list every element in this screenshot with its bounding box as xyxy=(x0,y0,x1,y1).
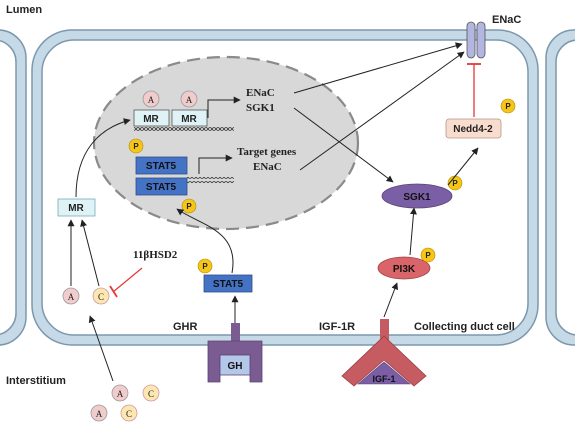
svg-text:STAT5: STAT5 xyxy=(146,182,177,193)
interstitium-to-cell-arrow xyxy=(88,315,114,382)
igf1r-receptor-icon xyxy=(341,319,427,387)
svg-text:C: C xyxy=(98,292,104,302)
stat5-target-genes: Target genes xyxy=(237,146,297,158)
stat5-nuclear-translocation-arrow xyxy=(176,208,234,274)
enzyme-11bhsd2-label: 11βHSD2 xyxy=(133,249,178,261)
cytoplasm-stat5-phospho: P xyxy=(197,258,213,274)
svg-text:P: P xyxy=(452,179,458,188)
nedd4-2-phospho: P xyxy=(500,98,516,114)
mr-target-sgk1: SGK1 xyxy=(246,102,275,114)
svg-text:P: P xyxy=(186,202,192,211)
dna-strand-mr xyxy=(134,126,234,132)
interstitium-cortisol-2: C xyxy=(120,404,138,422)
nuclear-mr-right: MR xyxy=(171,109,208,127)
svg-text:STAT5: STAT5 xyxy=(146,161,177,172)
svg-text:A: A xyxy=(68,292,75,302)
ghr-label: GHR xyxy=(173,321,198,333)
nuclear-aldosterone-left: A xyxy=(142,90,160,108)
nuclear-stat5-top-phospho: P xyxy=(128,138,144,154)
nucleus-sgk1-to-sgk1-arrow xyxy=(293,107,394,183)
interstitium-label: Interstitium xyxy=(6,375,66,387)
pi3k-to-sgk1-arrow xyxy=(409,207,417,256)
cell-membrane-right-neighbor xyxy=(545,29,575,346)
mr-nuclear-translocation-arrow xyxy=(75,118,131,198)
enac-channel-icon xyxy=(466,21,486,59)
svg-text:A: A xyxy=(148,95,155,105)
gh-label: GH xyxy=(228,361,243,372)
pi3k-node: PI3K xyxy=(377,256,431,280)
stat5-transcription-arrow xyxy=(198,154,233,174)
svg-text:P: P xyxy=(202,262,208,271)
cell-label: Collecting duct cell xyxy=(414,321,515,333)
stat5-target-enac: ENaC xyxy=(253,161,282,173)
igf1r-to-pi3k-arrow xyxy=(383,282,399,318)
interstitium-aldosterone-1: A xyxy=(111,384,129,402)
cortisol-to-mr-arrow xyxy=(80,219,100,287)
nuclear-stat5-bottom-phospho: P xyxy=(181,198,197,214)
svg-text:PI3K: PI3K xyxy=(393,264,416,275)
svg-text:C: C xyxy=(148,389,154,399)
sgk1-to-nedd4-arrow xyxy=(447,147,479,186)
sgk1-node: SGK1 xyxy=(381,183,453,209)
nuclear-stat5-top: STAT5 xyxy=(135,156,188,175)
11bhsd2-inhibition-icon xyxy=(109,267,143,298)
mr-enac-to-channel-arrow xyxy=(293,42,463,94)
pi3k-phospho: P xyxy=(420,247,436,263)
mr-transcription-arrow xyxy=(207,96,241,118)
cytoplasm-aldosterone: A xyxy=(62,287,80,305)
enac-channel-label: ENaC xyxy=(492,14,521,26)
svg-text:P: P xyxy=(133,142,139,151)
svg-text:A: A xyxy=(117,389,124,399)
interstitium-aldosterone-2: A xyxy=(90,404,108,422)
nuclear-stat5-bottom: STAT5 xyxy=(135,177,188,196)
nuclear-aldosterone-right: A xyxy=(180,90,198,108)
igf1r-label: IGF-1R xyxy=(319,321,355,333)
igf1-label: IGF-1 xyxy=(372,374,395,384)
cytoplasm-cortisol: C xyxy=(92,287,110,305)
cell-membrane-left-neighbor xyxy=(0,29,27,346)
dna-strand-stat5 xyxy=(187,177,234,183)
stat5-enac-to-channel-arrow xyxy=(299,51,465,171)
nuclear-mr-right-label: MR xyxy=(181,114,197,125)
interstitium-cortisol-1: C xyxy=(142,384,160,402)
nuclear-mr-left: MR xyxy=(133,109,170,127)
nuclear-mr-left-label: MR xyxy=(143,114,159,125)
svg-text:Nedd4-2: Nedd4-2 xyxy=(453,124,493,135)
cytoplasm-mr: MR xyxy=(57,198,96,217)
lumen-label: Lumen xyxy=(6,4,42,16)
nedd4-2-enac-inhibition-icon xyxy=(467,63,481,117)
cytoplasm-stat5: STAT5 xyxy=(203,274,253,293)
svg-text:C: C xyxy=(126,409,132,419)
svg-text:STAT5: STAT5 xyxy=(213,279,244,290)
ghr-receptor-icon xyxy=(207,323,263,383)
svg-text:A: A xyxy=(186,95,193,105)
svg-text:MR: MR xyxy=(68,203,84,214)
svg-text:P: P xyxy=(505,102,511,111)
svg-text:P: P xyxy=(425,251,431,260)
svg-text:A: A xyxy=(96,409,103,419)
nedd4-2-node: Nedd4-2 xyxy=(445,118,502,139)
svg-text:SGK1: SGK1 xyxy=(403,192,431,203)
mr-target-enac: ENaC xyxy=(246,87,275,99)
